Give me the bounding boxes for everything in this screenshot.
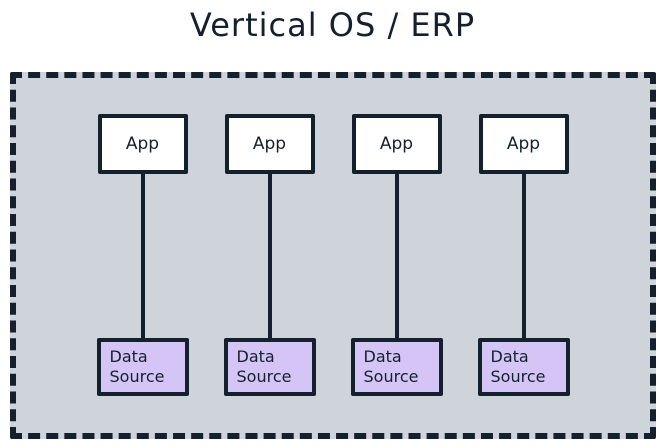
connector-line <box>521 174 526 338</box>
data-source-node: Data Source <box>477 338 570 396</box>
data-source-node: Data Source <box>223 338 316 396</box>
app-node: App <box>351 114 442 174</box>
data-source-node: Data Source <box>350 338 443 396</box>
app-node: App <box>97 114 188 174</box>
app-node: App <box>478 114 569 174</box>
diagram-title: Vertical OS / ERP <box>189 6 476 44</box>
connector-line <box>140 174 145 338</box>
app-node: App <box>224 114 315 174</box>
data-source-node: Data Source <box>96 338 189 396</box>
connector-line <box>267 174 272 338</box>
connector-line <box>394 174 399 338</box>
